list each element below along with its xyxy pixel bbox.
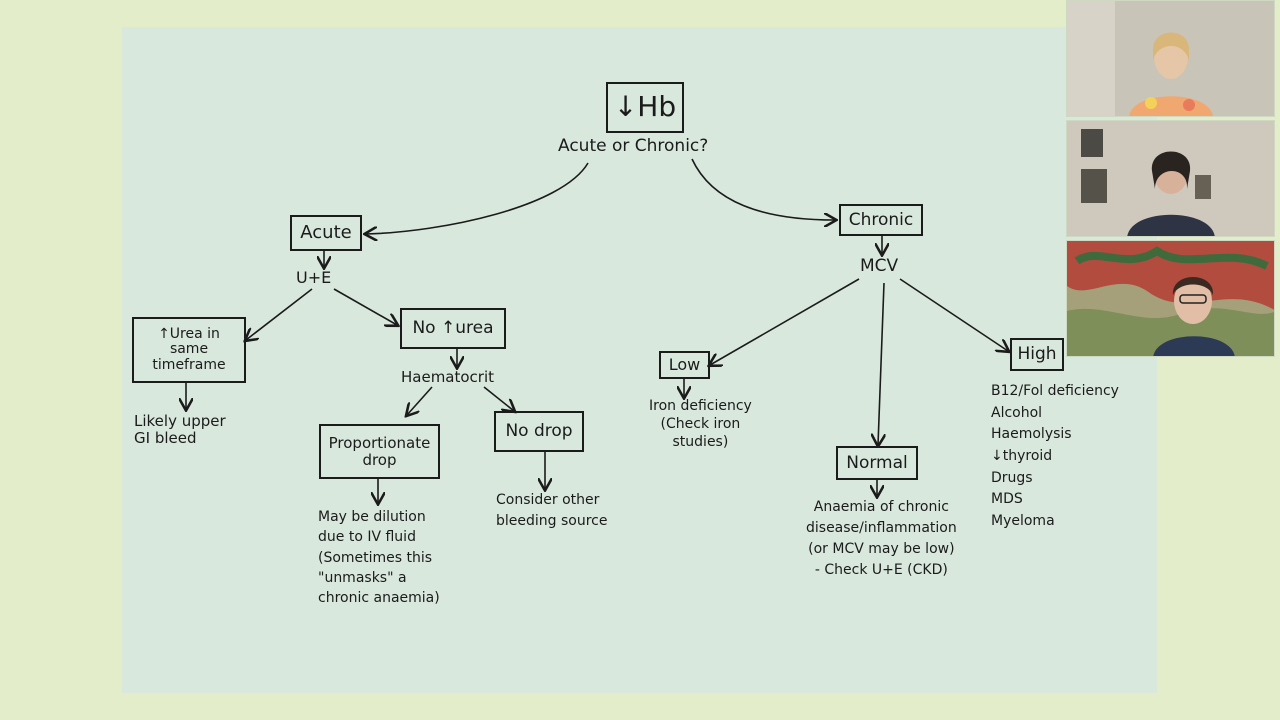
urea-high-box: ↑Urea in same timeframe bbox=[132, 317, 246, 383]
no-drop-box: No drop bbox=[494, 411, 584, 452]
root-question: Acute or Chronic? bbox=[558, 136, 709, 156]
no-drop-result: Consider other bleeding source bbox=[496, 492, 608, 529]
no-urea-box: No ↑urea bbox=[400, 308, 506, 349]
proportionate-drop-result: May be dilution due to IV fluid (Sometim… bbox=[318, 509, 440, 607]
flowchart-arrows bbox=[122, 158, 1157, 693]
low-result: Iron deficiency (Check iron studies) bbox=[649, 398, 752, 451]
participant-tile-1[interactable] bbox=[1066, 0, 1275, 117]
urea-high-result: Likely upper GI bleed bbox=[134, 412, 226, 448]
slide-canvas: ↓Hb Acute or Chronic? Acute U+E ↑Urea in… bbox=[122, 27, 1157, 693]
participant-video-icon bbox=[1067, 1, 1274, 116]
participant-tile-2[interactable] bbox=[1066, 120, 1275, 237]
participant-video-icon bbox=[1067, 241, 1274, 356]
participant-video-icon bbox=[1067, 121, 1274, 236]
haematocrit-label: Haematocrit bbox=[401, 368, 495, 386]
low-box: Low bbox=[659, 351, 710, 379]
acute-test-label: U+E bbox=[296, 268, 332, 287]
high-box: High bbox=[1010, 338, 1064, 371]
proportionate-drop-box: Proportionate drop bbox=[319, 424, 440, 479]
acute-box: Acute bbox=[290, 215, 362, 251]
normal-result: Anaemia of chronic disease/inflammation … bbox=[806, 499, 957, 578]
normal-box: Normal bbox=[836, 446, 918, 480]
root-hb-box: ↓Hb bbox=[606, 82, 684, 133]
participant-tile-3[interactable] bbox=[1066, 240, 1275, 357]
mcv-label: MCV bbox=[860, 256, 899, 276]
chronic-box: Chronic bbox=[839, 204, 923, 236]
high-result: B12/Fol deficiency Alcohol Haemolysis ↓t… bbox=[991, 383, 1119, 530]
